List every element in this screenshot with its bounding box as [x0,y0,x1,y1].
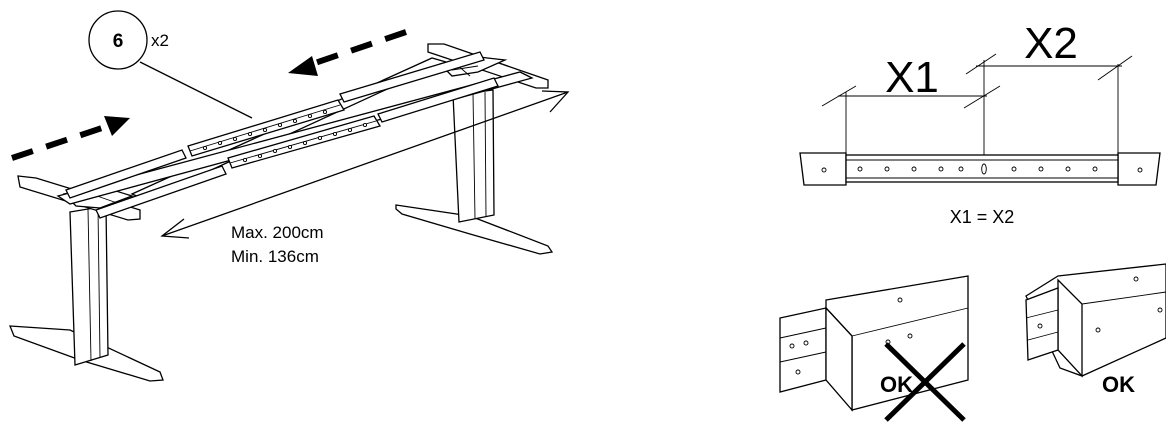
max-length-label: Max. 200cm [231,223,324,242]
x2-label: X2 [1024,19,1078,68]
extension-beam-lower [227,115,381,169]
equal-spacing-label: X1 = X2 [950,207,1015,227]
joint-detail-correct: OK [1025,263,1166,397]
callout-number: 6 [113,31,124,52]
wrong-ok-label: OK [880,372,913,397]
part-callout: 6 x2 [88,10,253,119]
insert-arrow-right [288,29,407,76]
left-leg [9,205,164,382]
spacing-diagram: X1 X2 X1 = X2 [799,19,1161,227]
joint-detail-wrong: OK [779,275,969,422]
extension-beam-upper [187,99,345,157]
table-frame-drawing: 6 x2 Max. 200cm Min. 136cm [9,10,570,382]
insert-arrow-left [11,116,130,161]
length-dimension-arrow [160,90,570,239]
correct-ok-label: OK [1102,372,1135,397]
cross-icon [884,342,966,422]
min-length-label: Min. 136cm [231,247,319,266]
callout-quantity: x2 [151,31,169,50]
right-leg [395,89,554,255]
x1-label: X1 [885,53,939,102]
beam-with-holes [799,152,1161,186]
